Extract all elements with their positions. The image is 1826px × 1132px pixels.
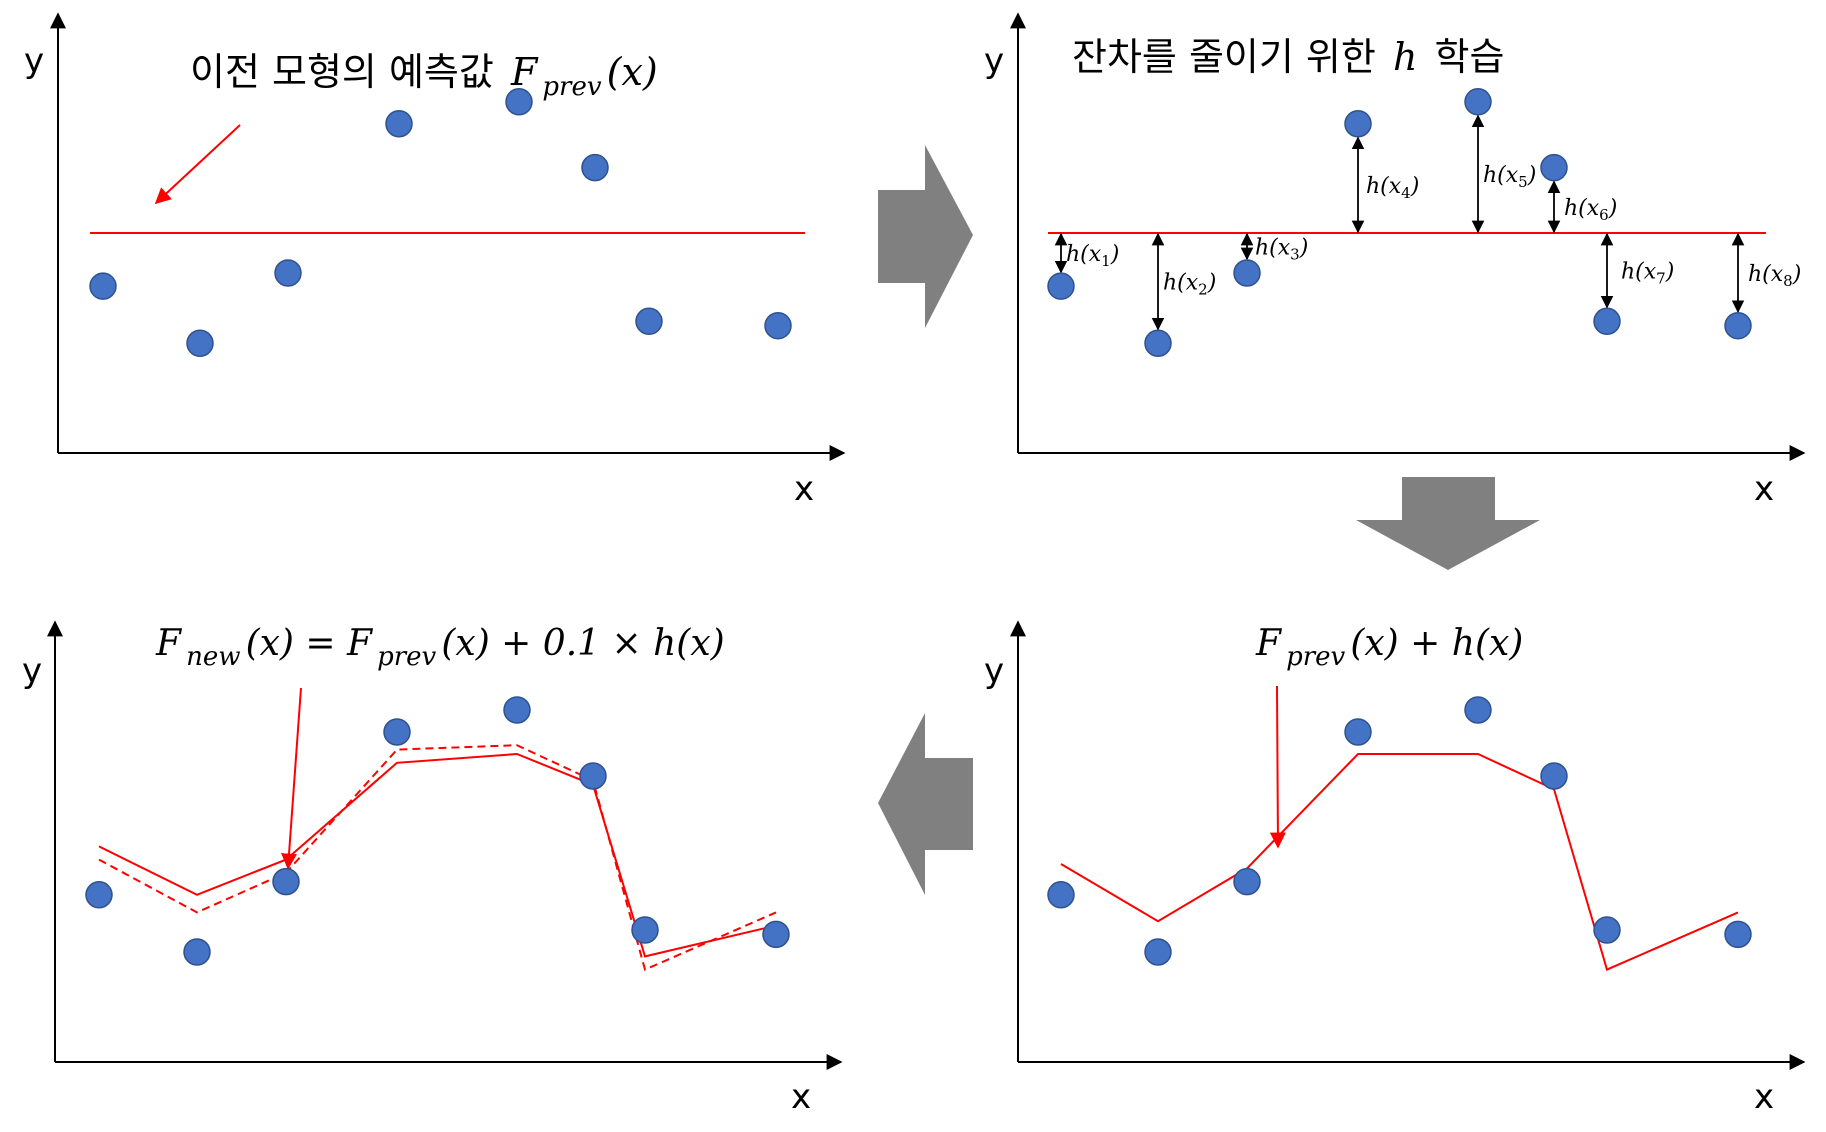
data-point (1593, 307, 1621, 336)
data-point (764, 311, 792, 340)
y-axis-label: y (22, 651, 42, 691)
x-axis-label: x (794, 469, 814, 509)
data-point (1144, 938, 1172, 966)
panel-formula: F new (x) = F prev (x) + 0.1 × h(x) (155, 623, 725, 672)
flow-arrow-left (878, 713, 973, 895)
data-point (503, 696, 531, 724)
data-point (1344, 110, 1372, 138)
formula-sub-prev: prev (377, 642, 436, 672)
flow-arrow-right (878, 145, 973, 328)
data-point (631, 916, 659, 944)
data-point (1233, 259, 1261, 287)
x-axis-label: x (791, 1077, 811, 1117)
model-lines (98, 744, 777, 971)
data-point (186, 329, 214, 357)
data-point (272, 867, 300, 896)
residual-arrows: h(x1) h(x2) h(x3) h(x4) h(x5) h(x6) h(x7) h(x8) (1054, 114, 1801, 331)
model-line-solid (98, 752, 777, 958)
data-points (85, 696, 790, 966)
title-math-F: F (510, 50, 539, 94)
pointer-arrow (1269, 685, 1286, 849)
title-math-tail: (x) (607, 50, 658, 94)
data-point (581, 153, 609, 182)
data-point (579, 762, 607, 790)
data-point (274, 259, 302, 287)
data-point (1540, 762, 1568, 790)
y-axis-label: y (24, 41, 44, 81)
formula-tail: (x) + 0.1 × h(x) (441, 623, 724, 664)
formula-mid: (x) = (246, 623, 347, 664)
formula-F: F (1255, 623, 1283, 664)
formula-F-prev: F (346, 623, 374, 664)
title-math-sub: prev (542, 72, 601, 102)
data-points (89, 88, 792, 357)
residual-label: h(x6) (1564, 196, 1617, 224)
panel-bottom-right: y x F prev (x) + h(x) (984, 620, 1806, 1117)
data-point (1344, 718, 1372, 746)
data-point (762, 920, 790, 949)
data-point (505, 88, 533, 116)
flow-arrow-down (1356, 477, 1540, 570)
panel-top-right: y x 잔차를 줄이기 위한 h 학습 h(x1) h(x2) h(x3) h(x4)… (984, 12, 1806, 509)
y-axis-label: y (984, 651, 1004, 691)
data-point (1724, 311, 1752, 340)
pointer-arrow (154, 124, 241, 205)
data-point (1464, 88, 1492, 116)
pointer-arrow (281, 687, 302, 870)
model-line-dashed (98, 744, 777, 971)
panel-bottom-left: y x F new (x) = F prev (x) + 0.1 × h(x) (22, 620, 843, 1117)
panel-title: 잔차를 줄이기 위한 h 학습 (1072, 35, 1504, 79)
residual-label: h(x5) (1483, 163, 1536, 191)
title-text: 이전 모형의 예측값 (190, 50, 494, 94)
data-points (1047, 696, 1752, 966)
data-point (183, 938, 211, 966)
data-point (89, 272, 117, 300)
panel-top-left: y x 이전 모형의 예측값 F prev (x) (24, 12, 846, 509)
title-math-h: h (1393, 35, 1417, 79)
title-text: 잔차를 줄이기 위한 (1072, 35, 1376, 79)
x-axis-label: x (1754, 469, 1774, 509)
model-lines (1060, 753, 1739, 971)
data-point (635, 307, 663, 336)
title-text-tail: 학습 (1435, 35, 1505, 79)
formula-F-new: F (155, 623, 183, 664)
residual-label: h(x8) (1748, 262, 1801, 290)
data-point (1540, 153, 1568, 182)
data-point (383, 718, 411, 746)
residual-label: h(x1) (1066, 242, 1119, 270)
residual-label: h(x2) (1163, 271, 1216, 299)
x-axis-label: x (1754, 1077, 1774, 1117)
model-line (1060, 753, 1739, 971)
y-axis-label: y (984, 41, 1004, 81)
data-point (385, 110, 413, 138)
data-point (1047, 272, 1075, 300)
residual-label: h(x7) (1621, 260, 1674, 288)
data-point (1464, 696, 1492, 724)
panel-title: 이전 모형의 예측값 F prev (x) (190, 50, 658, 102)
data-point (1233, 867, 1261, 896)
data-point (85, 881, 113, 909)
data-point (1593, 916, 1621, 944)
data-points (1047, 88, 1752, 357)
formula-sub: prev (1286, 642, 1345, 672)
formula-sub-new: new (186, 642, 240, 672)
residual-label: h(x4) (1366, 174, 1419, 202)
panel-formula: F prev (x) + h(x) (1255, 623, 1523, 672)
residual-label: h(x3) (1255, 236, 1308, 264)
data-point (1047, 881, 1075, 909)
formula-tail: (x) + h(x) (1350, 623, 1523, 664)
data-point (1144, 329, 1172, 357)
data-point (1724, 920, 1752, 949)
